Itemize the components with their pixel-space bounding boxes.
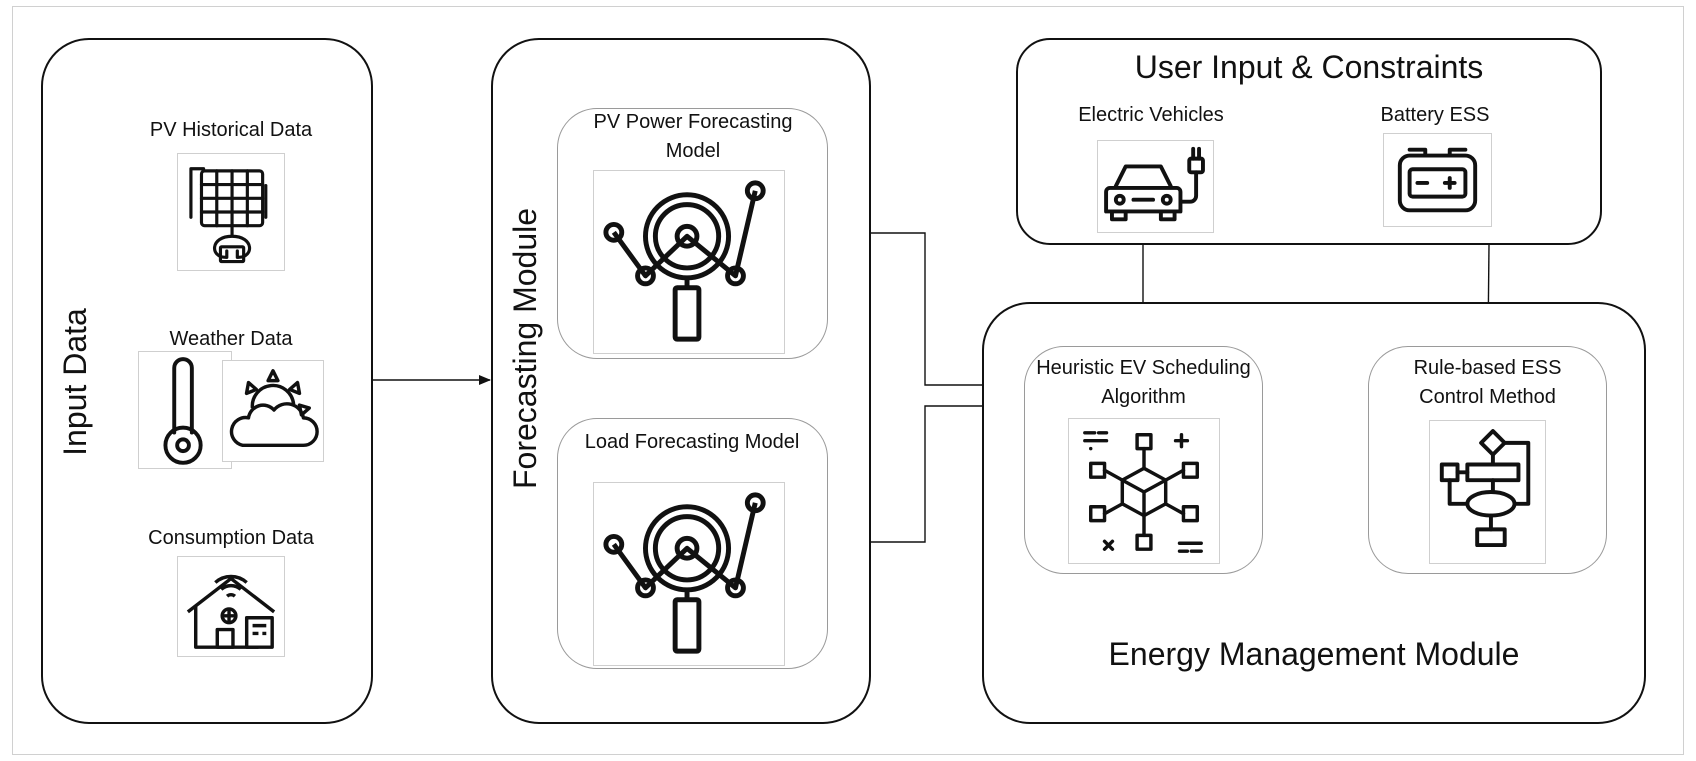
analytics-magnifier-icon xyxy=(593,170,785,354)
smart-home-icon xyxy=(177,556,285,657)
weather-data-label: Weather Data xyxy=(169,328,293,350)
analytics-magnifier-icon xyxy=(593,482,785,666)
flowchart-icon xyxy=(1429,420,1546,564)
pv-power-forecasting-model-label: PV Power Forecasting Model xyxy=(593,111,793,162)
cube-network-icon xyxy=(1068,418,1220,564)
user-input-constraints-title: User Input & Constraints xyxy=(1134,49,1484,85)
arrow-load-forecast-to-ev-scheduling xyxy=(828,401,1023,543)
battery-ess-label: Battery ESS xyxy=(1380,104,1490,126)
energy-management-module-title: Energy Management Module xyxy=(1108,636,1520,672)
arrow-pv-forecast-to-ev-scheduling xyxy=(828,232,1023,390)
heuristic-ev-scheduling-label: Heuristic EV Scheduling Algorithm xyxy=(1036,357,1251,408)
solar-panel-icon xyxy=(177,153,285,271)
input-data-title: Input Data xyxy=(57,308,93,456)
battery-icon xyxy=(1383,133,1492,227)
load-forecasting-model-label: Load Forecasting Model xyxy=(584,431,800,453)
electric-vehicles-label: Electric Vehicles xyxy=(1078,104,1224,126)
rule-based-ess-control-label: Rule-based ESS Control Method xyxy=(1413,357,1562,408)
pv-historical-data-label: PV Historical Data xyxy=(149,119,313,141)
consumption-data-label: Consumption Data xyxy=(148,527,314,549)
electric-car-icon xyxy=(1097,140,1214,233)
forecasting-module-title: Forecasting Module xyxy=(507,207,543,489)
thermometer-icon xyxy=(138,351,232,469)
sun-cloud-icon xyxy=(222,360,324,462)
